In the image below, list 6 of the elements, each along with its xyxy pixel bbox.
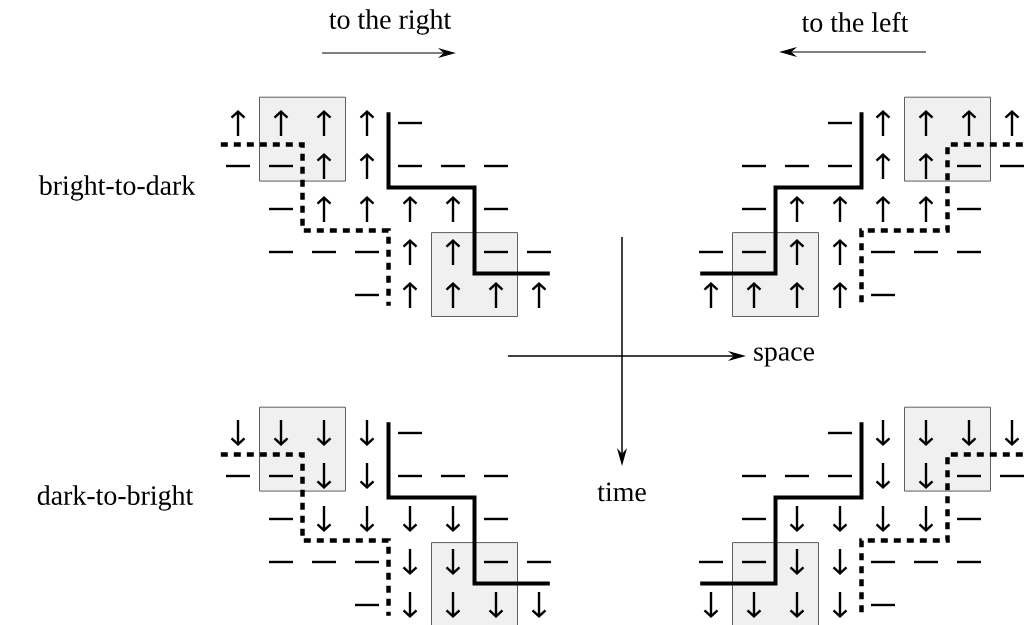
row-label: dark-to-bright [37, 485, 194, 511]
axis-label: space [754, 347, 814, 367]
direction-label: to the right [329, 9, 452, 35]
row-label: bright-to-dark [38, 175, 196, 201]
axis-label: time [597, 482, 646, 502]
direction-label: to the left [801, 12, 909, 32]
